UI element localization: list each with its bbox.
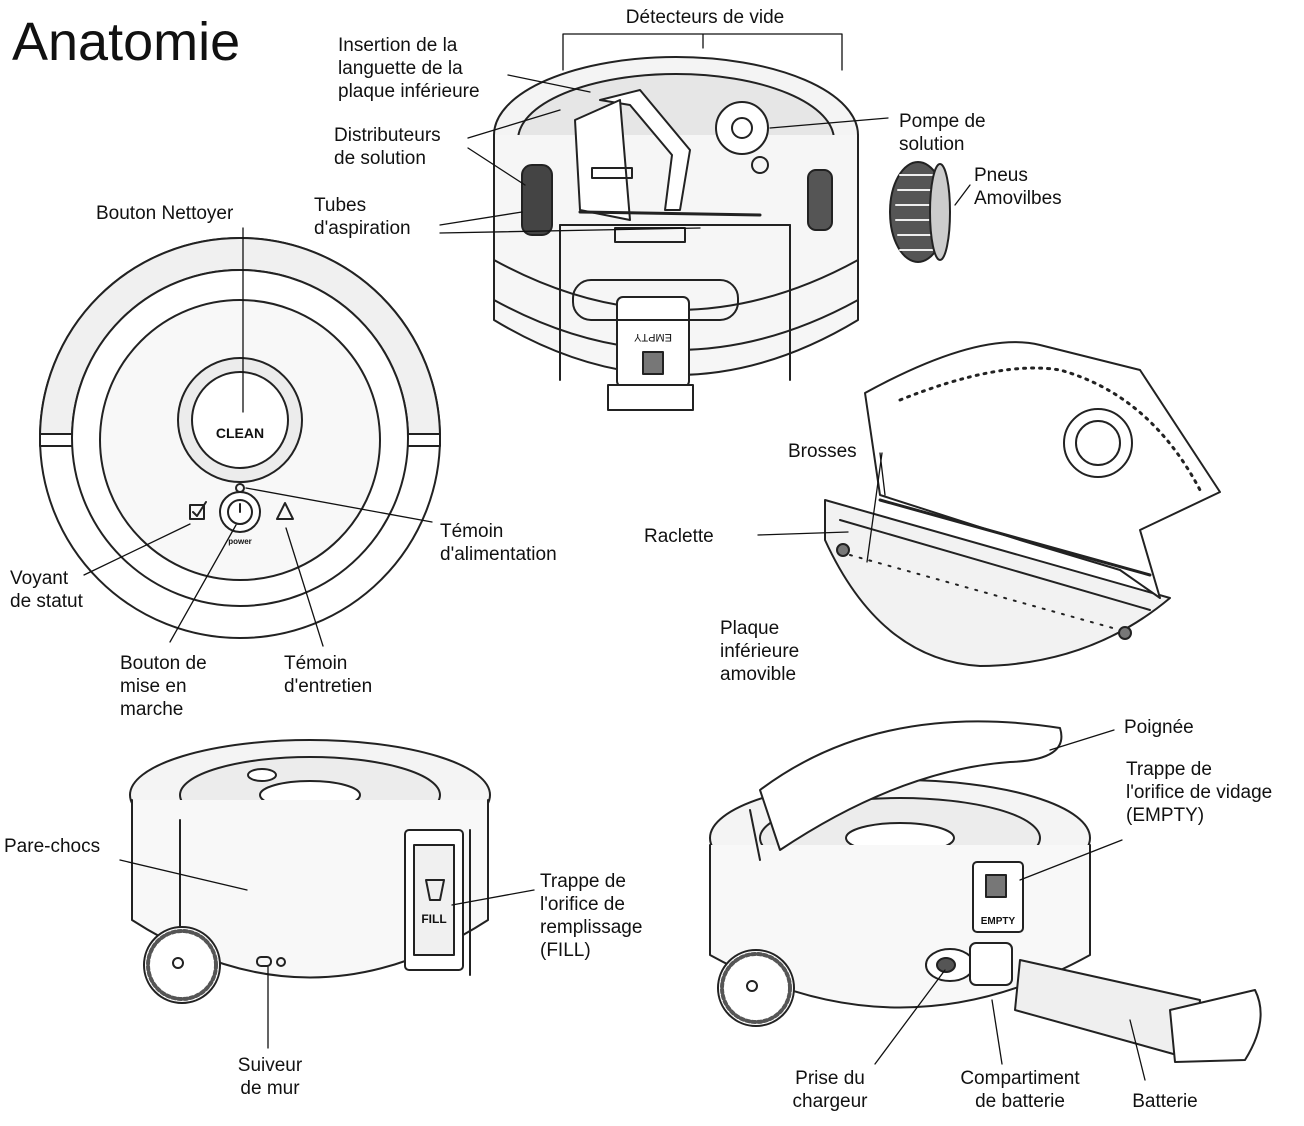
label-temoin-alimentation: Témoin d'alimentation — [440, 521, 557, 565]
removable-tire-illustration — [889, 161, 951, 263]
label-suiveur-de-mur: Suiveur de mur — [237, 1055, 303, 1099]
bottom-plate-illustration — [824, 341, 1221, 667]
label-insertion-languette: Insertion de la languette de la plaque i… — [338, 35, 480, 102]
power-text: power — [228, 537, 252, 546]
label-bouton-nettoyer: Bouton Nettoyer — [96, 203, 234, 224]
label-brosses: Brosses — [788, 441, 857, 462]
robot-top-view-illustration: CLEAN power — [39, 237, 441, 639]
label-trappe-remplissage: Trappe de l'orifice de remplissage (FILL… — [540, 871, 643, 961]
label-pare-chocs: Pare-chocs — [4, 836, 101, 857]
label-trappe-vidage: Trappe de l'orifice de vidage (EMPTY) — [1126, 759, 1273, 826]
robot-front-view-illustration: FILL — [129, 739, 491, 1004]
label-raclette: Raclette — [644, 526, 714, 547]
robot-handle-battery-illustration: EMPTY — [709, 720, 1262, 1063]
empty-text: EMPTY — [981, 916, 1016, 927]
label-prise-du-chargeur: Prise du chargeur — [792, 1068, 868, 1112]
label-poignee: Poignée — [1124, 717, 1194, 738]
label-tubes-aspiration: Tubes d'aspiration — [314, 195, 411, 239]
label-pneus-amovibles: Pneus Amovilbes — [974, 165, 1062, 209]
clean-button-text: CLEAN — [216, 425, 264, 441]
label-compartiment-de-batterie: Compartiment de batterie — [960, 1068, 1080, 1112]
label-temoin-entretien: Témoin d'entretien — [284, 653, 373, 697]
label-bouton-mise-en-marche: Bouton de mise en marche — [120, 653, 207, 720]
empty-flipped-text: EMPTY — [633, 331, 672, 343]
leader-lines — [83, 33, 1146, 1081]
label-distributeurs-de-solution: Distributeurs de solution — [334, 125, 441, 169]
label-batterie: Batterie — [1132, 1091, 1198, 1112]
label-plaque-inferieure-amovible: Plaque inférieure amovible — [720, 618, 800, 685]
robot-open-illustration: EMPTY — [493, 56, 859, 411]
label-voyant-de-statut: Voyant de statut — [10, 568, 83, 612]
page-title: Anatomie — [12, 12, 241, 72]
label-pompe-de-solution: Pompe de solution — [899, 111, 986, 155]
fill-text: FILL — [421, 912, 446, 926]
label-detecteurs-de-vide: Détecteurs de vide — [625, 7, 785, 28]
